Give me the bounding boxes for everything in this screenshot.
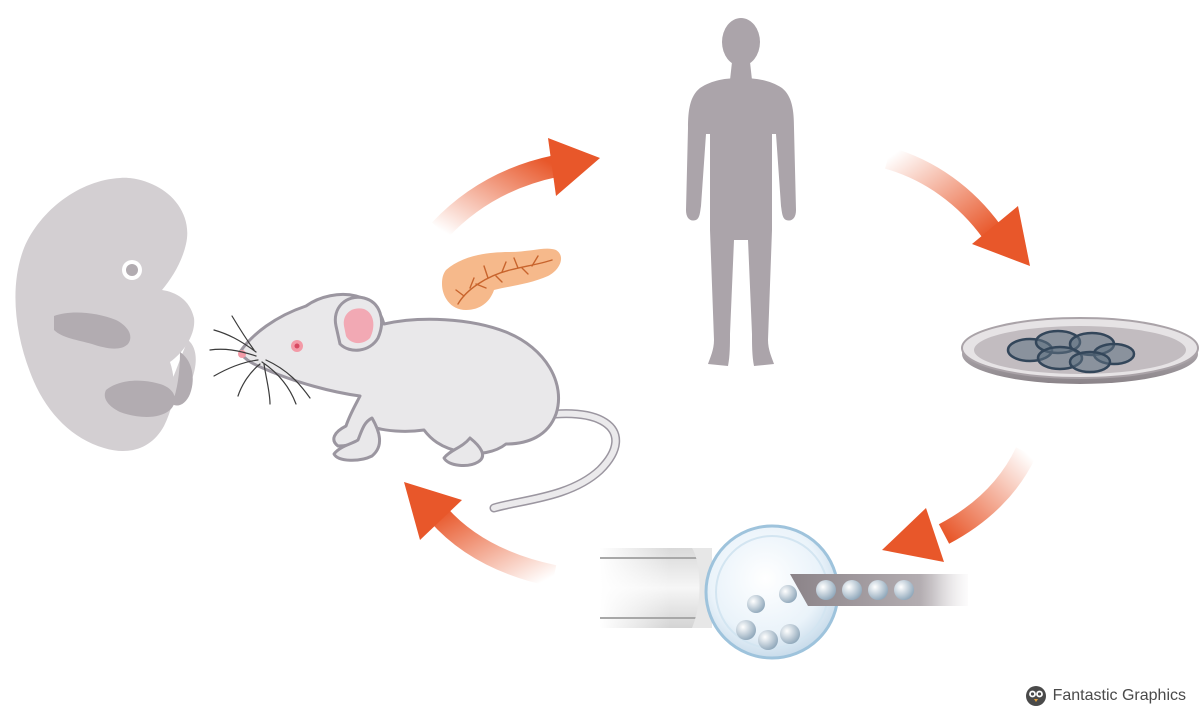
micropipette-icon xyxy=(600,524,968,660)
arrow-mouse-to-human xyxy=(431,138,600,238)
arrow-dish-to-pipette xyxy=(882,447,1036,562)
arrow-pipette-to-mouse xyxy=(404,482,557,587)
watermark-text: Fantastic Graphics xyxy=(1052,687,1186,704)
owl-logo-icon xyxy=(1025,686,1046,706)
mouse-icon xyxy=(209,292,621,513)
human-silhouette-icon xyxy=(686,18,796,366)
arrow-human-to-dish xyxy=(884,147,1030,266)
petri-dish-icon xyxy=(961,317,1199,384)
embryo-icon xyxy=(15,177,196,452)
pancreas-icon xyxy=(442,248,562,310)
watermark: Fantastic Graphics xyxy=(1025,684,1186,708)
